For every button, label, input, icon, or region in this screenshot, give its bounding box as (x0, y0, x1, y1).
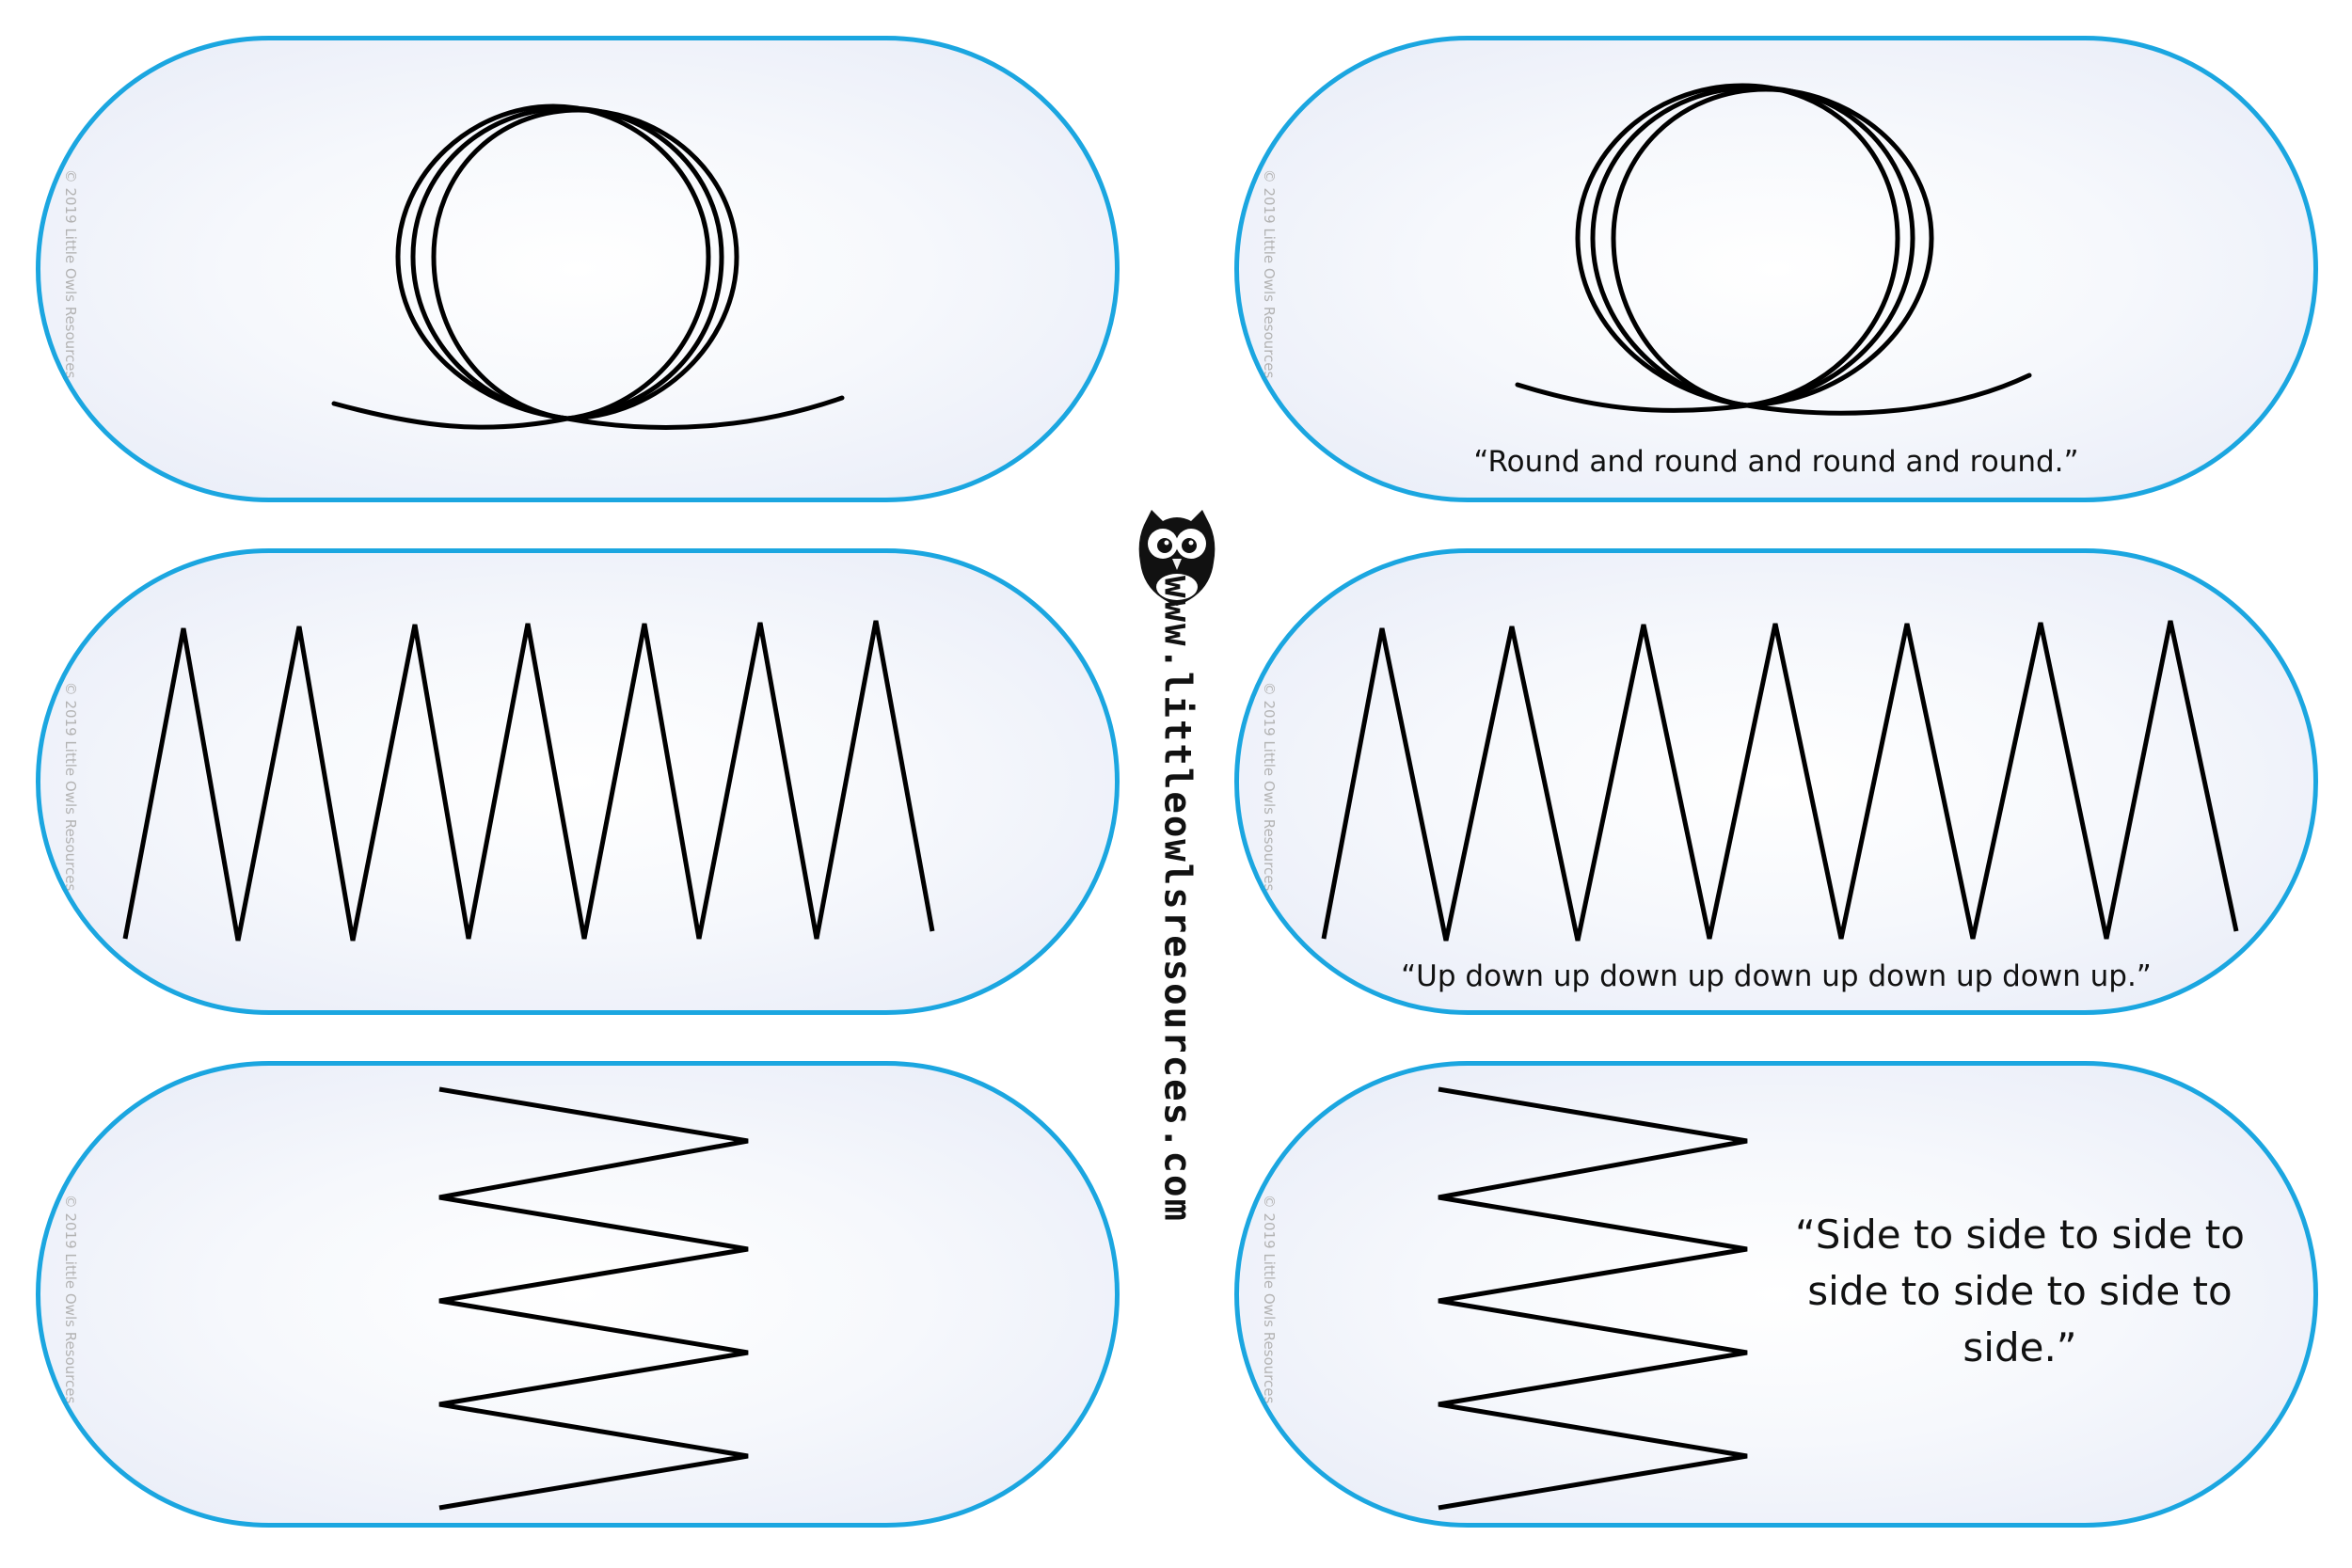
loop-pattern-drawing (331, 103, 845, 430)
pattern-card-horizontal-zigzag: © 2019 Little Owls Resources (36, 1061, 1120, 1528)
horizontal-zigzag-drawing (438, 1086, 749, 1511)
owl-icon (1138, 510, 1216, 606)
brand-strip: www.littleowlsresources.com (1125, 504, 1229, 1223)
vertical-zigzag-drawing (1321, 620, 2239, 942)
copyright-text: © 2019 Little Owls Resources (1261, 681, 1278, 892)
copyright-text: © 2019 Little Owls Resources (1261, 1194, 1278, 1404)
loop-pattern-drawing (1515, 83, 2032, 416)
pattern-card-loops-captioned: “Round and round and round and round.” ©… (1234, 36, 2318, 502)
pattern-card-vertical-zigzag: © 2019 Little Owls Resources (36, 548, 1120, 1015)
pattern-card-loops: © 2019 Little Owls Resources (36, 36, 1120, 502)
card-caption: “Round and round and round and round.” (1473, 445, 2079, 479)
copyright-text: © 2019 Little Owls Resources (62, 681, 79, 892)
copyright-text: © 2019 Little Owls Resources (1261, 168, 1278, 379)
pattern-card-horizontal-zigzag-captioned: “Side to side to side to side to side to… (1234, 1061, 2318, 1528)
website-url: www.littleowlsresources.com (1155, 576, 1199, 1223)
card-caption: “Side to side to side to side to side to… (1795, 1212, 2245, 1370)
card-caption: “Up down up down up down up down up down… (1401, 959, 2152, 993)
copyright-text: © 2019 Little Owls Resources (62, 1194, 79, 1404)
horizontal-zigzag-drawing (1438, 1086, 1748, 1511)
pattern-card-vertical-zigzag-captioned: “Up down up down up down up down up down… (1234, 548, 2318, 1015)
vertical-zigzag-drawing (122, 620, 935, 942)
copyright-text: © 2019 Little Owls Resources (62, 168, 79, 379)
